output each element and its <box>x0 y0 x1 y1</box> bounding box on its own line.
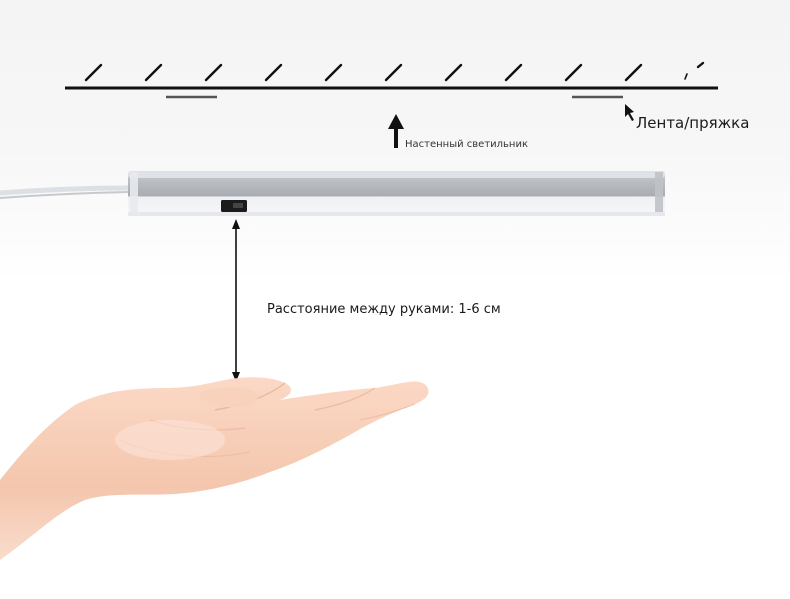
wall-surface <box>65 61 718 99</box>
cursor-arrow-icon <box>625 104 634 121</box>
hand-distance-label: Расстояние между руками: 1-6 см <box>267 302 501 317</box>
double-arrow-vertical-icon <box>232 219 240 382</box>
wall-light-label: Настенный светильник <box>405 139 529 150</box>
hand-image <box>0 377 429 560</box>
led-light-bar <box>128 171 665 216</box>
arrow-up-icon <box>388 114 404 148</box>
power-cable <box>0 185 129 199</box>
wall-hatching <box>84 61 705 82</box>
tape-buckle-label: Лента/пряжка <box>636 114 750 132</box>
